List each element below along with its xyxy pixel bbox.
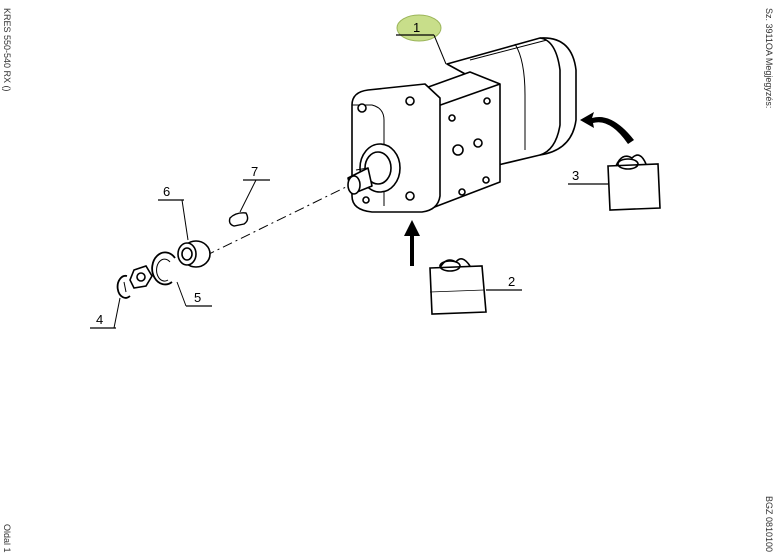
arrow-into-pump-2 xyxy=(404,220,420,266)
center-axis-line xyxy=(204,185,349,257)
hydraulic-pump xyxy=(347,37,577,213)
leader-line-6 xyxy=(181,199,189,241)
part-5-retaining-ring xyxy=(151,251,176,286)
leader-line-7 xyxy=(239,179,257,213)
part-2-seal-kit xyxy=(429,258,487,315)
callout-6: 6 xyxy=(163,184,170,199)
leader-line-1 xyxy=(433,34,447,65)
callout-4: 4 xyxy=(96,312,103,327)
callout-2: 2 xyxy=(508,274,515,289)
part-3-seal-kit xyxy=(607,154,661,211)
nut xyxy=(129,265,153,289)
callout-3: 3 xyxy=(572,168,579,183)
leader-line-4 xyxy=(113,297,121,329)
callout-5: 5 xyxy=(194,290,201,305)
part-4-lock-washer xyxy=(116,274,131,299)
part-7-key xyxy=(228,212,249,227)
leader-line-5 xyxy=(176,281,187,307)
callout-1[interactable]: 1 xyxy=(413,20,420,35)
part-6-bearing xyxy=(177,240,211,268)
arrow-into-pump-3 xyxy=(580,112,634,144)
callout-7: 7 xyxy=(251,164,258,179)
